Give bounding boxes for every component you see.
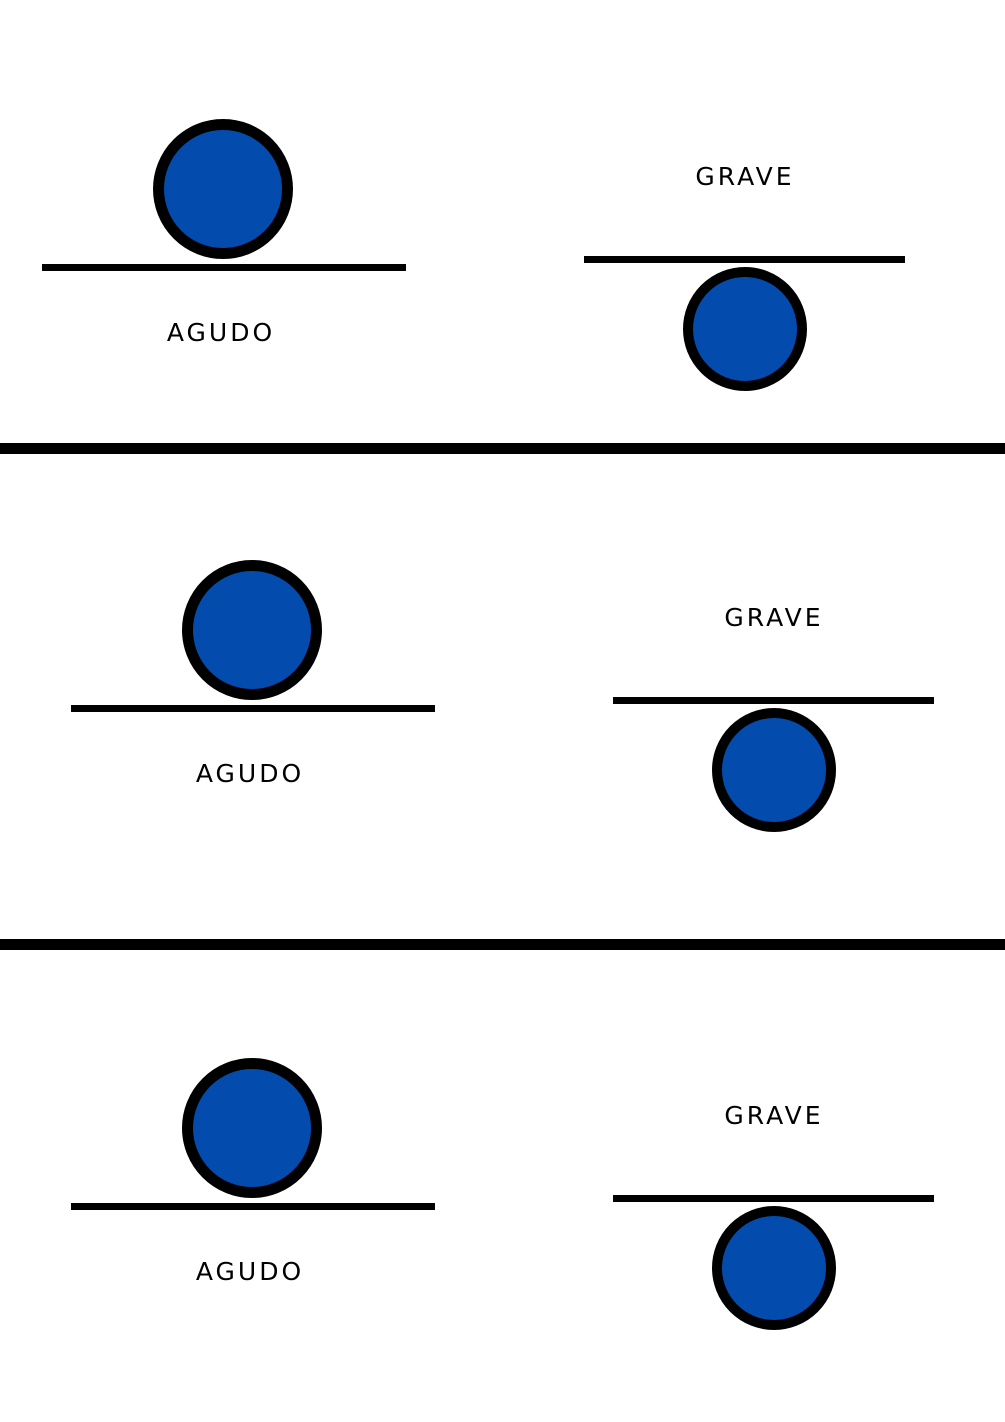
high-note-line bbox=[42, 264, 406, 271]
low-note-ball bbox=[712, 708, 836, 832]
row-divider bbox=[0, 443, 1005, 454]
high-note-ball bbox=[182, 560, 322, 700]
row-divider bbox=[0, 939, 1005, 950]
high-note-line bbox=[71, 705, 435, 712]
low-note-label: GRAVE bbox=[695, 162, 795, 191]
low-note-ball bbox=[683, 267, 807, 391]
high-note-label: AGUDO bbox=[195, 1257, 305, 1286]
low-note-label: GRAVE bbox=[724, 1101, 824, 1130]
low-note-label: GRAVE bbox=[724, 603, 824, 632]
high-note-ball bbox=[182, 1058, 322, 1198]
low-note-line bbox=[613, 697, 934, 704]
low-note-line bbox=[584, 256, 905, 263]
high-note-label: AGUDO bbox=[195, 759, 305, 788]
high-note-label: AGUDO bbox=[166, 318, 276, 347]
low-note-line bbox=[613, 1195, 934, 1202]
low-note-ball bbox=[712, 1206, 836, 1330]
high-note-line bbox=[71, 1203, 435, 1210]
high-note-ball bbox=[153, 119, 293, 259]
